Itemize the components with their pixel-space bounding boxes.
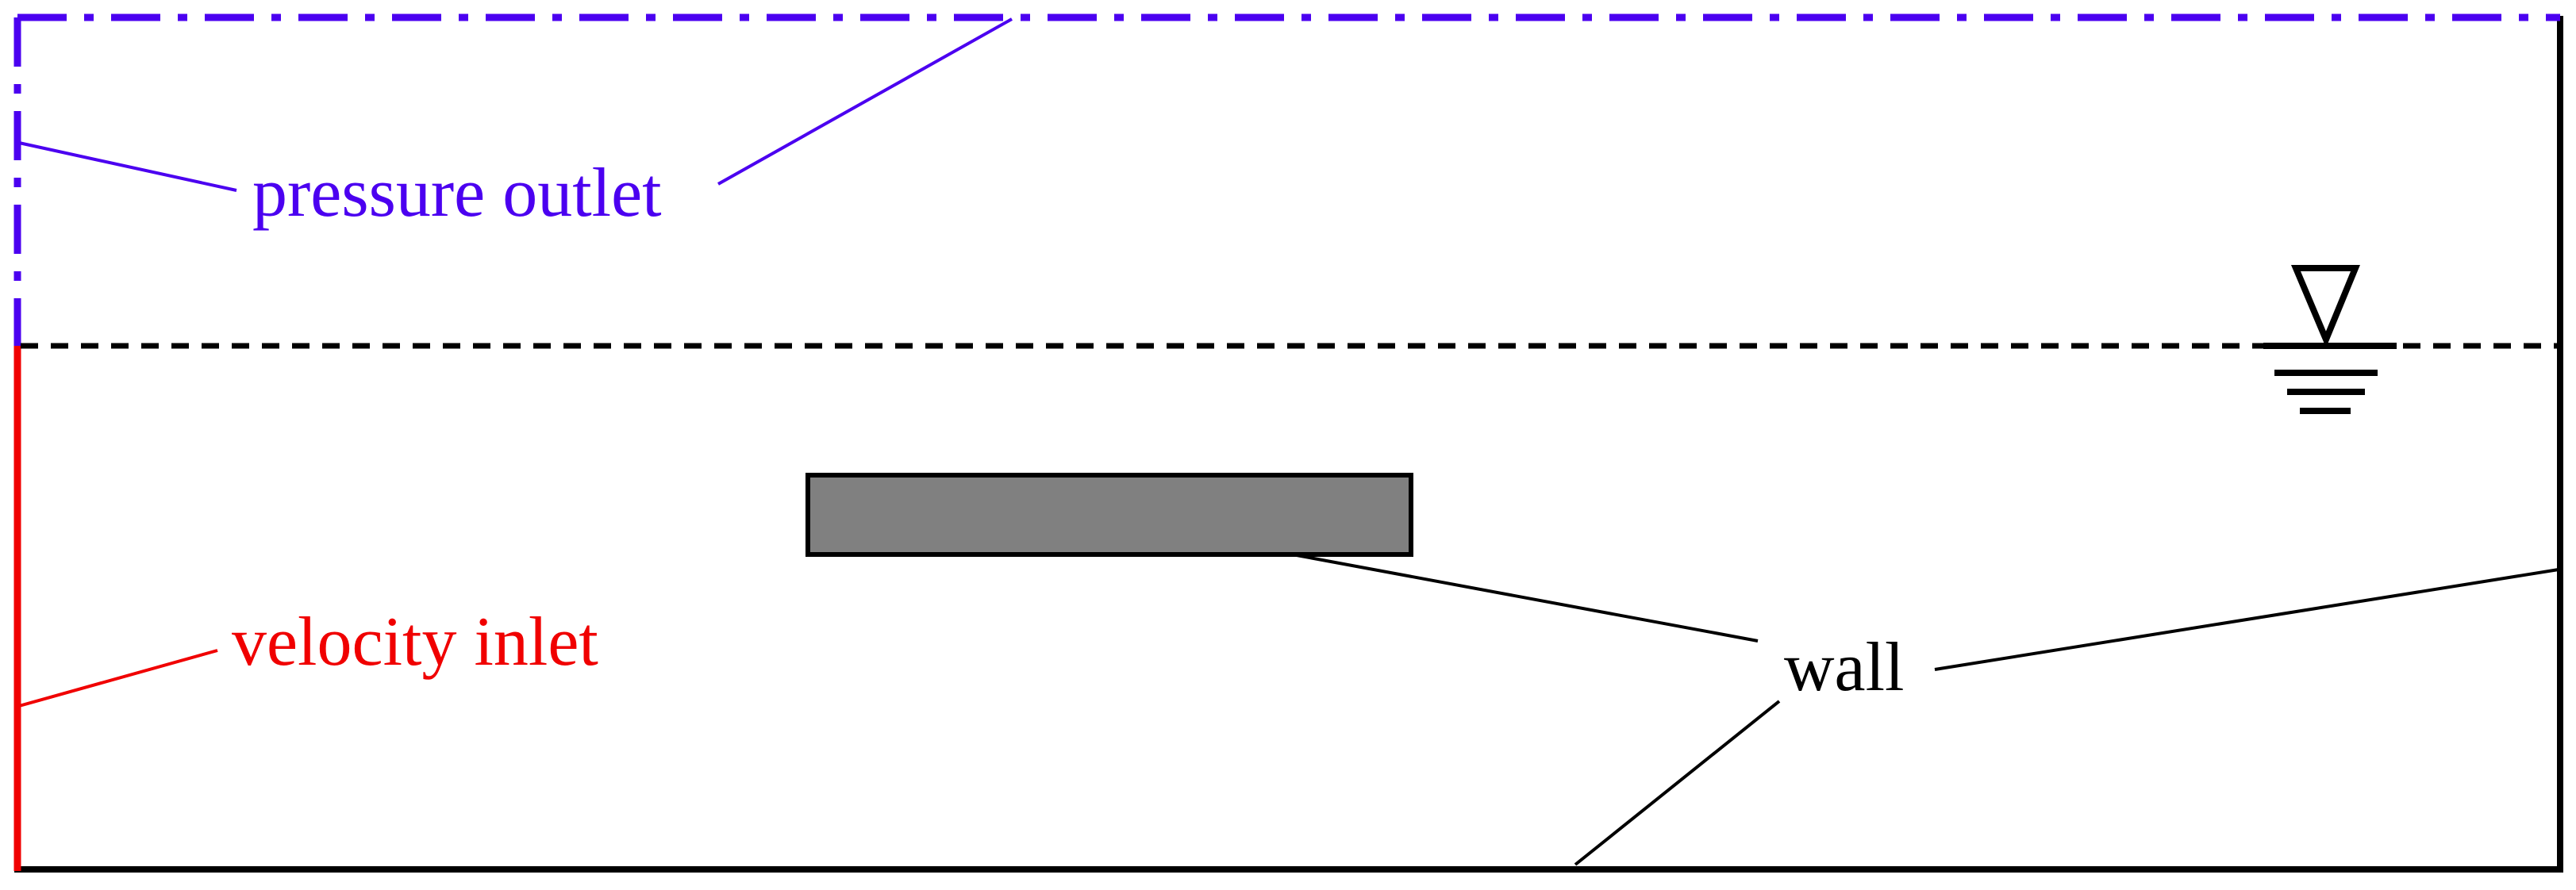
velocity-inlet-label: velocity inlet [232,604,598,681]
water-level-triangle [2290,265,2360,348]
wall-leaders [1296,554,2559,866]
pressure-outlet-leader-top [717,17,1013,186]
pressure-outlet-boundary [13,13,2560,346]
pressure-outlet-label: pressure outlet [252,155,662,232]
water-level-icon [2263,265,2397,414]
wall-leader-body [1296,554,1759,643]
velocity-inlet-leader [18,649,218,708]
pressure-outlet-leader-left [18,141,237,192]
domain-walls [14,16,2563,873]
wall-label: wall [1784,629,1905,706]
wall-leader-bottom [1574,700,1781,866]
wall-leader-right [1934,568,2559,671]
pressure-outlet-leaders [18,17,1013,192]
submerged-body [805,473,1413,557]
